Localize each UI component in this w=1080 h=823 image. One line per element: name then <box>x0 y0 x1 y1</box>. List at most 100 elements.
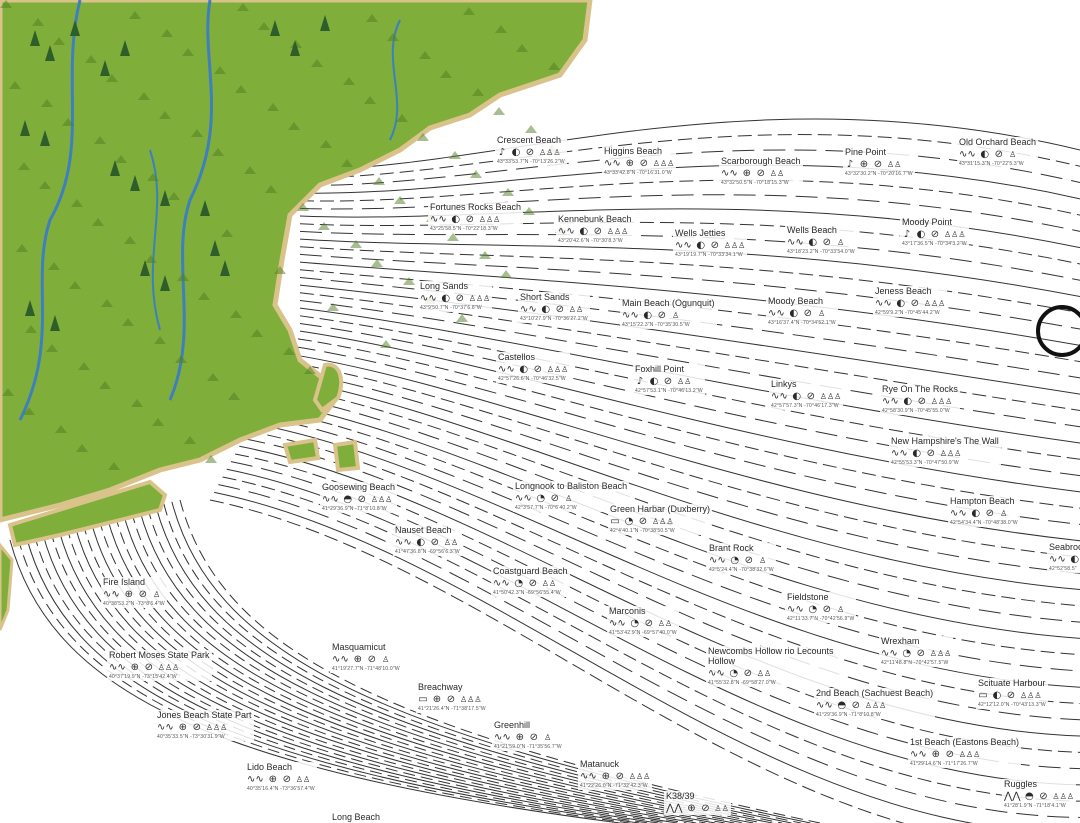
hill <box>147 173 159 181</box>
hill <box>207 373 219 381</box>
beach-label[interactable]: Brant Rock∿∿◔⊘♙42°5'24.4"N -70°38'32.6"W <box>707 543 776 574</box>
beach-label[interactable]: Old Orchard Beach∿∿◐⊘♙43°31'15.3"N -70°2… <box>957 137 1039 168</box>
beach-coordinates: 43°31'15.3"N -70°22'5.3"W <box>959 161 1024 167</box>
hill <box>62 118 74 126</box>
beach-label[interactable]: Nauset Beach∿∿◐⊘♙♙41°47'36.8"N -69°56'6.… <box>393 525 462 556</box>
beach-label[interactable]: Goosewing Beach∿∿◓⊘♙♙♙41°29'36.9"N -71°8… <box>320 482 398 513</box>
beach-name: Longnook to Baliston Beach <box>515 481 628 491</box>
compass-ring-icon <box>1036 305 1080 357</box>
crowd-3-icon: ♙♙♙ <box>157 663 180 672</box>
beach-label[interactable]: Scarborough Beach∿∿⊕⊘♙♙43°32'50.5"N -70°… <box>719 156 803 187</box>
condition-icons: ∿∿⊕⊘♙ <box>332 654 400 666</box>
wind-icon: ◐ <box>912 448 922 459</box>
swell-line <box>66 526 687 823</box>
beach-label[interactable]: Hampton Beach∿∿◐⊘♙42°54'34.4"N -70°48'38… <box>948 496 1020 527</box>
hill <box>175 355 187 363</box>
beach-label[interactable]: Kennebunk Beach∿∿◐⊘♙♙♙43°20'42.6"N -70°3… <box>556 214 634 245</box>
beach-coordinates: 42°52'58.5" <box>1049 566 1077 572</box>
wind-icon: ◐ <box>789 308 799 319</box>
swell-line <box>58 528 678 823</box>
beach-label[interactable]: Long Beach <box>330 812 383 822</box>
beach-label[interactable]: New Hampshire's The Wall∿∿◐⊘♙♙♙42°55'53.… <box>889 436 1001 467</box>
beach-label[interactable]: Scituate Harbour▭◐⊘♙♙♙42°12'12.0"N -70°4… <box>976 678 1048 709</box>
beach-label[interactable]: Pine Point♪⊕⊘♙♙43°32'30.2"N -70°20'16.7"… <box>843 147 915 178</box>
beach-label[interactable]: Matanuck∿∿⊕⊘♙♙♙41°22'26.0"N -71°32'42.3"… <box>578 759 653 790</box>
swell-line <box>114 515 744 823</box>
swell-line <box>293 346 1080 525</box>
condition-icons: ∿∿◐⊘♙ <box>768 308 836 320</box>
beach-label[interactable]: Jeness Beach∿∿◐⊘♙♙♙42°59'9.2"N -70°45'44… <box>873 286 948 317</box>
swell-line <box>163 503 802 823</box>
condition-icons: ∿∿⊕⊘♙♙♙ <box>604 158 674 170</box>
arrow-icon: ⊘ <box>528 578 537 589</box>
beach-label[interactable]: Higgins Beach∿∿⊕⊘♙♙♙43°33'42.8"N -70°16'… <box>602 146 677 177</box>
wave-icon: ∿∿ <box>875 298 892 309</box>
beach-label[interactable]: Fortunes Rocks Beach∿∿◐⊘♙♙♙43°25'58.5"N … <box>428 202 524 233</box>
hill <box>525 125 537 133</box>
tree-icon <box>40 130 50 146</box>
beach-label[interactable]: Fieldstone∿∿◔⊘♙42°11'33.7"N -70°42'56.9"… <box>785 592 857 623</box>
beach-label[interactable]: Masquamicut∿∿⊕⊘♙41°19'27.7"N -71°48'10.0… <box>330 642 402 673</box>
beach-label[interactable]: Moody Beach∿∿◐⊘♙43°16'37.4"N -70°34'52.1… <box>766 296 838 327</box>
wind-icon: ◐ <box>1070 554 1080 565</box>
beach-label[interactable]: Long Sands∿∿◐⊘♙♙♙43°9'50.7"N -70°37'6.8"… <box>418 281 493 312</box>
wave-icon: ∿∿ <box>709 555 726 566</box>
hill <box>228 392 240 400</box>
hill <box>327 303 339 311</box>
beach-coordinates: 42°54'34.4"N -70°48'38.0"W <box>950 520 1018 526</box>
hill <box>371 259 383 267</box>
hill <box>288 122 300 130</box>
beach-label[interactable]: K38/39⋀⋀⊕⊘♙♙ <box>664 791 731 815</box>
condition-icons: ♪◐⊘♙♙ <box>635 376 703 388</box>
beach-label[interactable]: Linkys∿∿◐⊘♙♙♙42°57'57.3"N -70°46'17.3"W <box>769 379 844 410</box>
beach-label[interactable]: Short Sands∿∿◐⊘♙♙43°10'27.9"N -70°36'27.… <box>518 292 590 323</box>
beach-label[interactable]: Marconis∿∿◔⊘♙♙41°53'42.9"N -69°57'40.0"W <box>607 606 679 637</box>
beach-label[interactable]: Main Beach (Ogunquit)∿∿◐⊘♙43°15'22.3"N -… <box>620 298 717 329</box>
arrow-icon: ⊘ <box>1039 791 1048 802</box>
beach-label[interactable]: Foxhill Point♪◐⊘♙♙42°57'53.1"N -70°46'13… <box>633 364 705 395</box>
beach-label[interactable]: Wrexham∿∿◔⊘♙♙♙42°11'48.8"N -70°42'57.5"W <box>879 636 954 667</box>
beach-label[interactable]: Seabroo∿∿◐42°52'58.5" <box>1047 542 1080 573</box>
crowd-2-icon: ♙♙ <box>568 305 584 314</box>
wave-icon: ∿∿ <box>768 308 785 319</box>
beach-label[interactable]: Wells Beach∿∿◐⊘♙43°18'23.2"N -70°33'54.0… <box>785 225 857 256</box>
beach-label[interactable]: 2nd Beach (Sachuest Beach)∿∿◓⊘♙♙♙41°29'3… <box>814 688 936 719</box>
beach-label[interactable]: Fire Island∿∿⊕⊘♙40°38'53.2"N -73°8'6.4"W <box>101 577 167 608</box>
beach-label[interactable]: Green Harbar (Duxberry)▭◔⊘♙♙♙42°4'40.1"N… <box>608 504 713 535</box>
hill <box>69 281 81 289</box>
beach-label[interactable]: Coastguard Beach∿∿◔⊘♙♙41°50'42.3"N -69°5… <box>491 566 570 597</box>
condition-icons: ∿∿◐⊘♙♙♙ <box>420 293 490 305</box>
beach-coordinates: 42°55'53.3"N -70°47'50.9"W <box>891 460 959 466</box>
beach-coordinates: 41°29'36.9"N -71°8'10.8"W <box>816 712 881 718</box>
swell-line <box>297 338 1080 509</box>
hill <box>0 0 12 8</box>
tide-icon: ◔ <box>514 578 524 589</box>
crowd-3-icon: ♙♙♙ <box>939 449 962 458</box>
beach-label[interactable]: Crescent Beach♪◐⊘♙♙♙43°33'53.7"N -70°13'… <box>495 135 567 166</box>
hill <box>46 344 58 352</box>
hill <box>274 266 286 274</box>
hill <box>53 37 65 45</box>
swell-line <box>251 422 1080 688</box>
beach-label[interactable]: Breachway▭⊕⊘♙♙♙41°21'26.4"N -71°38'17.5"… <box>416 682 488 713</box>
beach-label[interactable]: Jones Beach State Part∿∿⊕⊘♙♙♙40°35'33.5"… <box>155 710 254 741</box>
beach-label[interactable]: Greenhill∿∿⊕⊘♙41°21'59.0"N -71°35'56.7"W <box>492 720 564 751</box>
hill <box>297 203 309 211</box>
beach-label[interactable]: 1st Beach (Eastons Beach)∿∿⊕⊘♙♙♙41°29'14… <box>908 737 1022 768</box>
arrow-icon: ⊘ <box>926 448 935 459</box>
arrow-icon: ⊘ <box>550 493 559 504</box>
beach-label[interactable]: Lido Beach∿∿⊕⊘♙♙40°35'16.4"N -73°36'57.4… <box>245 762 317 793</box>
beach-label[interactable]: Rye On The Rocks∿∿◐⊘♙♙♙42°58'30.9"N -70°… <box>880 384 960 415</box>
beach-label[interactable]: Wells Jetties∿∿◐⊘♙♙♙43°19'19.7"N -70°33'… <box>673 228 748 259</box>
beach-label[interactable]: Castellos∿∿◐⊘♙♙♙42°57'26.6"N -70°46'32.5… <box>496 352 571 383</box>
beach-label[interactable]: Moody Point♪◐⊘♙♙♙43°17'36.5"N -70°34'3.2… <box>900 217 969 248</box>
beach-label[interactable]: Newcombs Hollow rio Lecounts Hollow∿∿◔⊘♙… <box>706 646 840 687</box>
beach-coordinates: 42°5'24.4"N -70°38'32.6"W <box>709 567 774 573</box>
condition-icons: ∿∿◔⊘♙ <box>787 604 854 616</box>
crowd-3-icon: ♙♙♙ <box>539 148 561 157</box>
beach-label[interactable]: Ruggles⋀⋀◓⊘♙♙♙41°28'1.9"N -71°18'4.1"W <box>1002 779 1076 810</box>
beach-label[interactable]: Robert Moses State Park∿∿⊕⊘♙♙♙40°37'19.9… <box>107 650 212 681</box>
tide-icon: ◔ <box>536 493 546 504</box>
hill <box>548 62 560 70</box>
reef-icon: ⊕ <box>859 159 869 170</box>
